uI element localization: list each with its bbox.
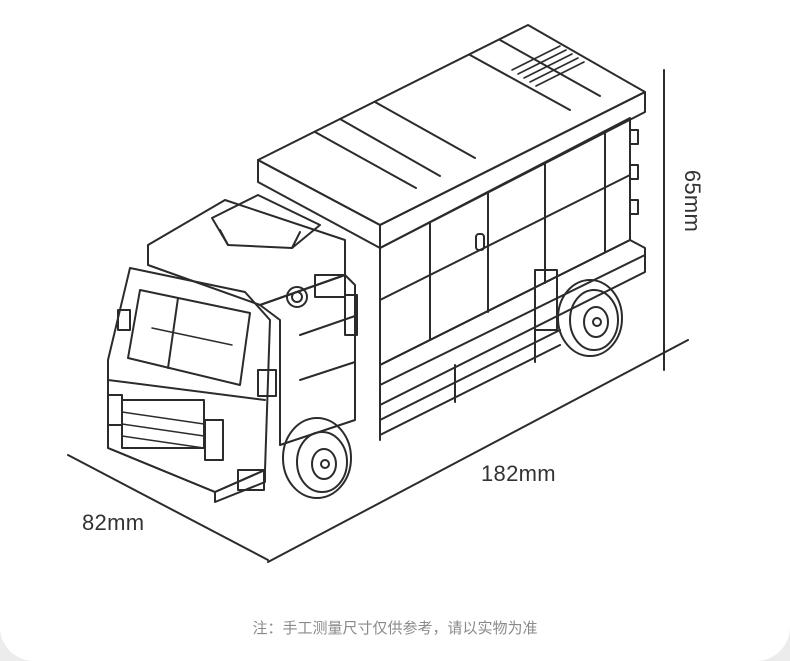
side-mirror-icon (286, 286, 308, 308)
roof-vent-grille (511, 45, 585, 87)
chassis-side (379, 239, 646, 441)
headlight-right-icon (204, 419, 224, 461)
cargo-box-roof (257, 24, 646, 249)
width-dimension-line (67, 454, 269, 561)
height-dimension-label: 65mm (680, 169, 705, 233)
length-dimension-line (267, 339, 689, 563)
door-handle-icon (475, 233, 485, 251)
rear-wheel (557, 279, 623, 357)
length-dimension-label: 182mm (481, 461, 556, 486)
disclaimer-note: 注：手工测量尺寸仅供参考，请以实物为准 (252, 619, 538, 637)
windshield (127, 289, 251, 386)
headlight-left-icon (107, 394, 123, 426)
cargo-box-side (379, 117, 639, 366)
width-dimension-label: 82mm (82, 510, 145, 535)
front-wheel (282, 417, 352, 499)
truck-cab (107, 194, 358, 503)
